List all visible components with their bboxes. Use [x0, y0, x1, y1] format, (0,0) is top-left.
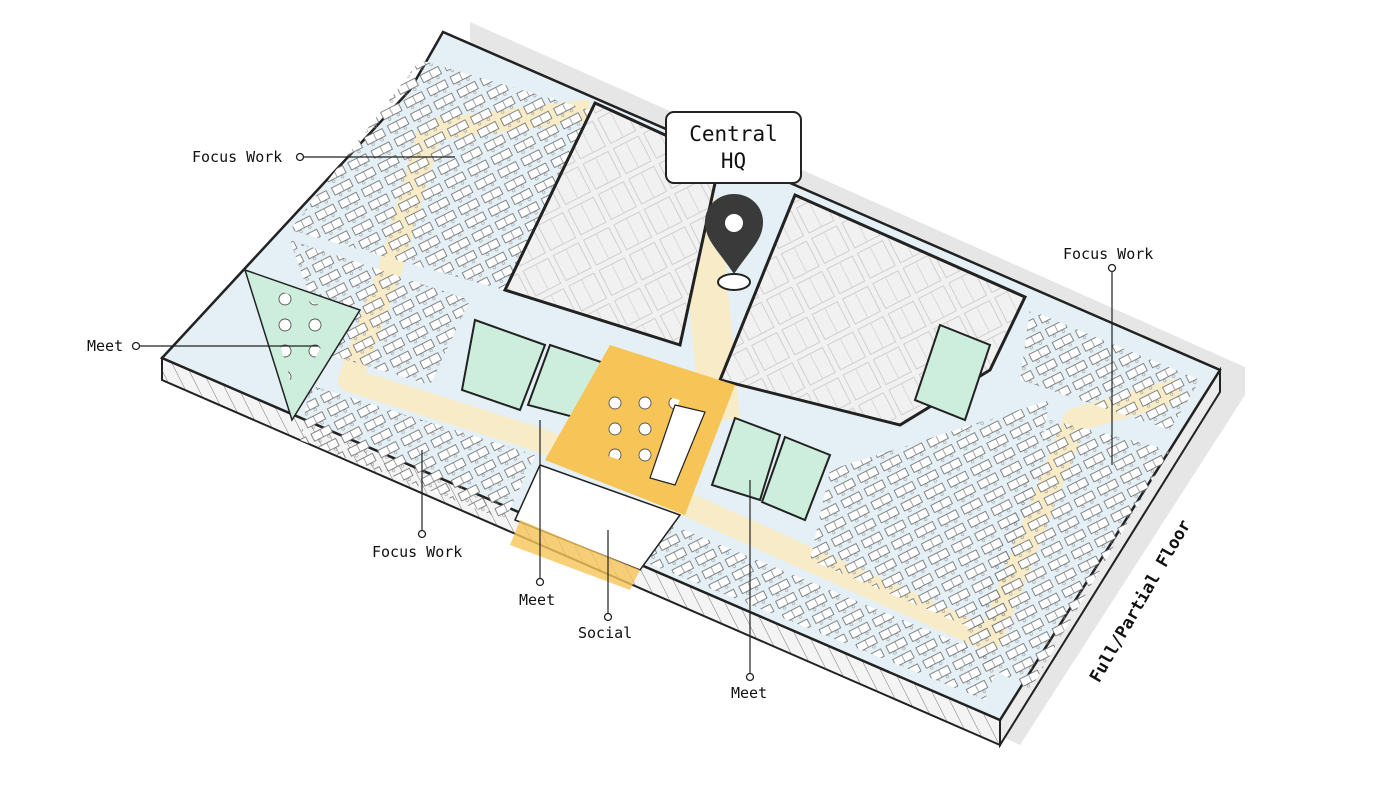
- leader-focus-work-nw: [295, 152, 455, 162]
- meet-zone-west-tables: [262, 285, 340, 395]
- leader-meet-west: [131, 341, 318, 351]
- desks-east: [960, 420, 1170, 690]
- zone-label-meet-center: Meet: [731, 684, 767, 702]
- desks-sw: [300, 385, 535, 520]
- leader-focus-work-sw: [417, 450, 427, 539]
- zone-label-meet-south: Meet: [519, 591, 555, 609]
- social-counter: [649, 404, 706, 486]
- leader-focus-work-ne: [1107, 263, 1117, 465]
- zone-label-focus-work-nw: Focus Work: [192, 148, 282, 166]
- zone-label-social: Social: [578, 624, 632, 642]
- meet-room-e: [913, 323, 992, 422]
- leader-meet-south: [535, 420, 545, 587]
- desks-nw: [290, 60, 590, 300]
- callout-title: Central HQ: [689, 121, 778, 173]
- social-tables: [590, 380, 680, 470]
- leader-social: [603, 530, 613, 622]
- meet-room-d: [760, 435, 832, 522]
- meet-room-c: [710, 416, 782, 502]
- desks-south: [640, 520, 1000, 700]
- zone-label-focus-work-sw: Focus Work: [372, 543, 462, 561]
- meet-room-a: [460, 318, 547, 412]
- zone-label-focus-work-ne: Focus Work: [1063, 245, 1153, 263]
- leader-meet-center: [745, 480, 755, 682]
- central-hq-callout: Central HQ: [665, 111, 802, 184]
- desks-ne: [1020, 310, 1200, 430]
- location-pin-icon: [705, 194, 763, 291]
- zone-label-meet-west: Meet: [87, 337, 123, 355]
